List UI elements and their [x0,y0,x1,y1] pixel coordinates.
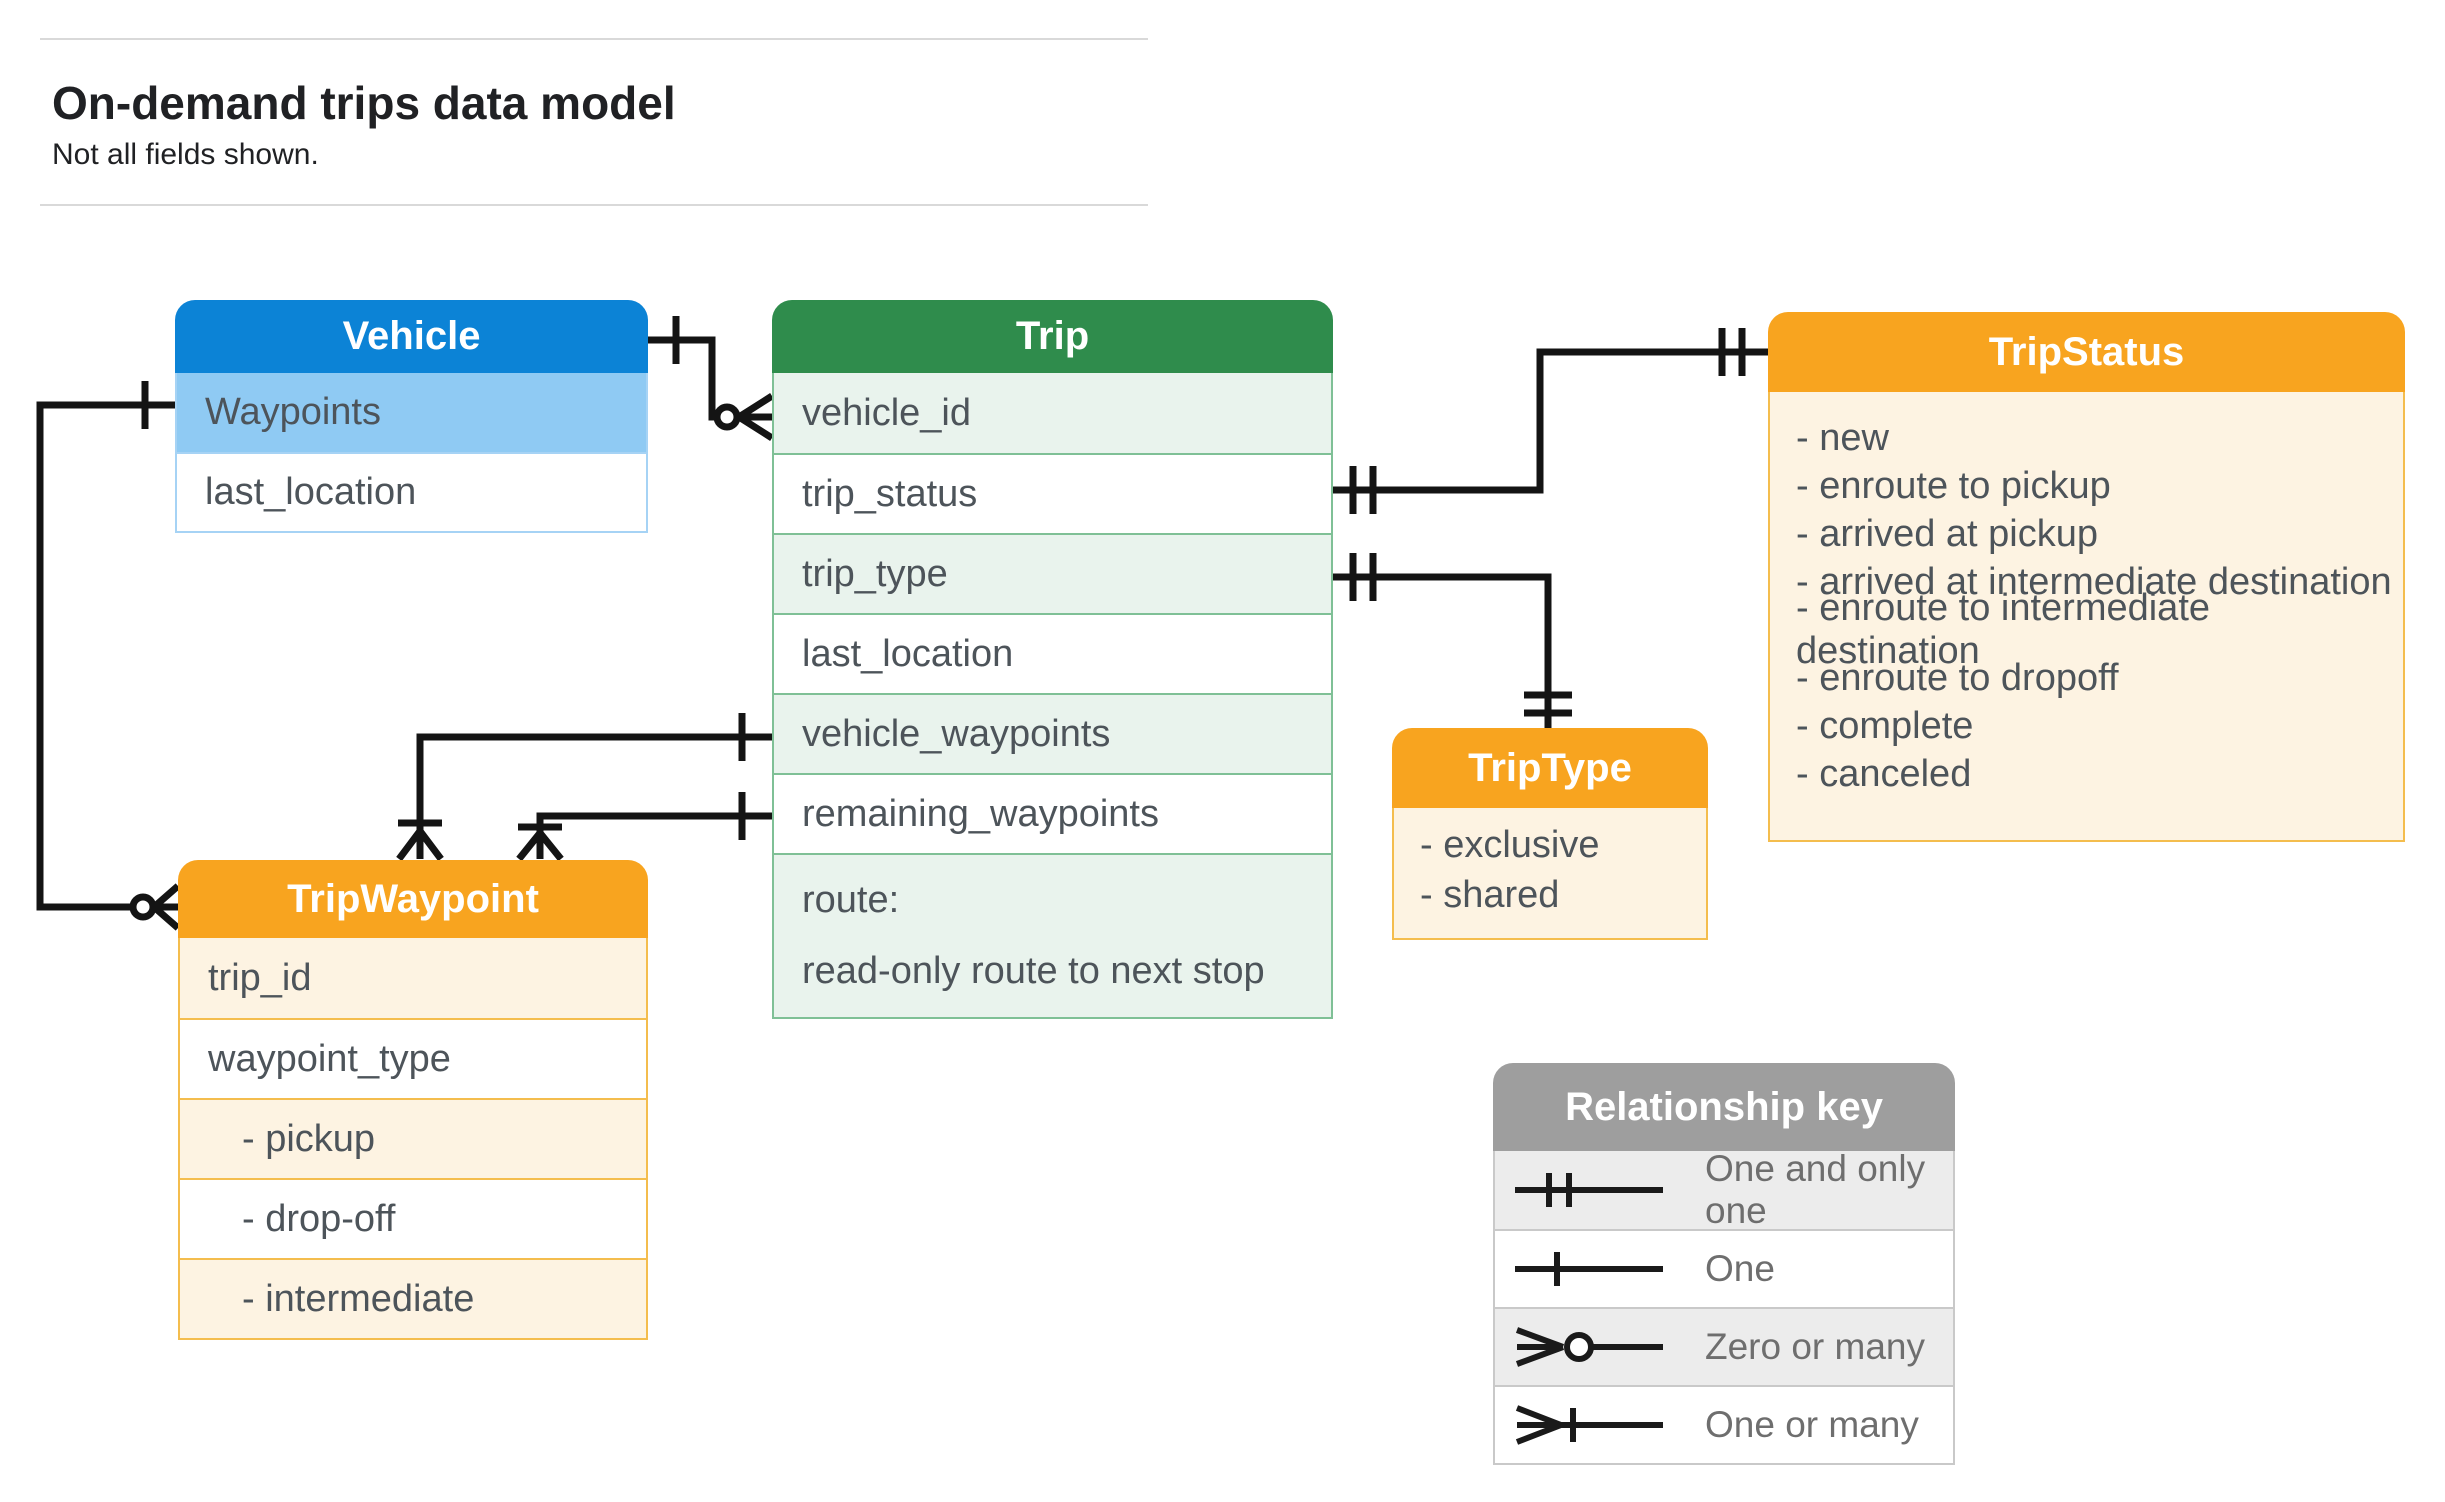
legend-label: One [1705,1248,1775,1289]
connector-remaining-waypoints-to-tripwaypoint [516,792,772,862]
field-trip-vehicle-waypoints: vehicle_waypoints [774,693,1331,773]
entity-trip: Trip vehicle_id trip_status trip_type la… [772,300,1333,1019]
legend-label: Zero or many [1705,1326,1926,1367]
tripstatus-value-enroute-to-intermediate-destination: - enroute to intermediate destination [1796,587,2211,672]
legend: Relationship key One and only one [1493,1063,1955,1465]
one-symbol-icon [1513,1247,1683,1291]
tripstatus-value-new: - new [1796,416,1889,459]
title-divider [40,204,1148,206]
waypoint-type-value-intermediate: - intermediate [180,1258,646,1338]
legend-label: One or many [1705,1404,1919,1445]
field-trip-route: route: read-only route to next stop [774,853,1331,1017]
field-vehicle-last-location: last_location [177,452,646,531]
connector-trip-type-to-triptype [1333,553,1572,728]
field-tripwaypoint-waypoint-type: waypoint_type [180,1018,646,1098]
field-trip-last-location: last_location [774,613,1331,693]
triptype-value-exclusive: - exclusive [1420,823,1600,866]
page-title: On-demand trips data model [52,77,676,129]
waypoint-type-value-drop-off: - drop-off [180,1178,646,1258]
legend-label: One and only one [1705,1148,1926,1231]
entity-tripstatus-header: TripStatus [1768,312,2405,392]
tripstatus-value-arrived-at-intermediate-destination: - arrived at intermediate destination [1796,560,2392,603]
legend-header: Relationship key [1493,1063,1955,1151]
connector-vehicle-to-trip [648,316,774,441]
legend-row-one: One [1495,1229,1953,1307]
legend-row-one-or-many: One or many [1495,1385,1953,1463]
top-divider [40,38,1148,40]
tripstatus-value-enroute-to-dropoff: - enroute to dropoff [1796,656,2119,699]
route-label: route: [802,879,900,921]
entity-tripwaypoint: TripWaypoint trip_id waypoint_type - pic… [178,860,648,1340]
legend-row-zero-or-many: Zero or many [1495,1307,1953,1385]
waypoint-type-value-pickup: - pickup [180,1098,646,1178]
connector-vehicle-waypoints-to-tripwaypoint [396,713,772,862]
field-trip-vehicle-id: vehicle_id [774,373,1331,453]
tripstatus-value-arrived-at-pickup: - arrived at pickup [1796,512,2099,555]
entity-vehicle: Vehicle Waypoints last_location [175,300,648,533]
zero-or-many-symbol-icon [1513,1325,1683,1369]
entity-triptype: TripType - exclusive - shared [1392,728,1708,940]
field-vehicle-waypoints: Waypoints [177,373,646,452]
tripstatus-value-canceled: - canceled [1796,752,1972,795]
entity-trip-header: Trip [772,300,1333,373]
entity-tripstatus: TripStatus - new - enroute to pickup - a… [1768,312,2405,842]
entity-tripwaypoint-header: TripWaypoint [178,860,648,938]
one-or-many-symbol-icon [1513,1403,1683,1447]
connector-waypoints-to-tripwaypoint [36,381,181,931]
entity-triptype-header: TripType [1392,728,1708,808]
connector-trip-status-to-tripstatus [1333,328,1768,514]
page-subtitle: Not all fields shown. [52,138,319,171]
entity-vehicle-header: Vehicle [175,300,648,373]
legend-row-one-and-only-one: One and only one [1495,1148,1953,1231]
tripstatus-value-enroute-to-pickup: - enroute to pickup [1796,464,2111,507]
field-trip-status: trip_status [774,453,1331,533]
field-tripwaypoint-trip-id: trip_id [180,938,646,1018]
tripstatus-value-complete: - complete [1796,704,1974,747]
field-trip-type: trip_type [774,533,1331,613]
field-trip-remaining-waypoints: remaining_waypoints [774,773,1331,853]
triptype-value-shared: - shared [1420,873,1560,916]
one-and-only-one-symbol-icon [1513,1168,1683,1212]
route-description: read-only route to next stop [802,950,1265,992]
